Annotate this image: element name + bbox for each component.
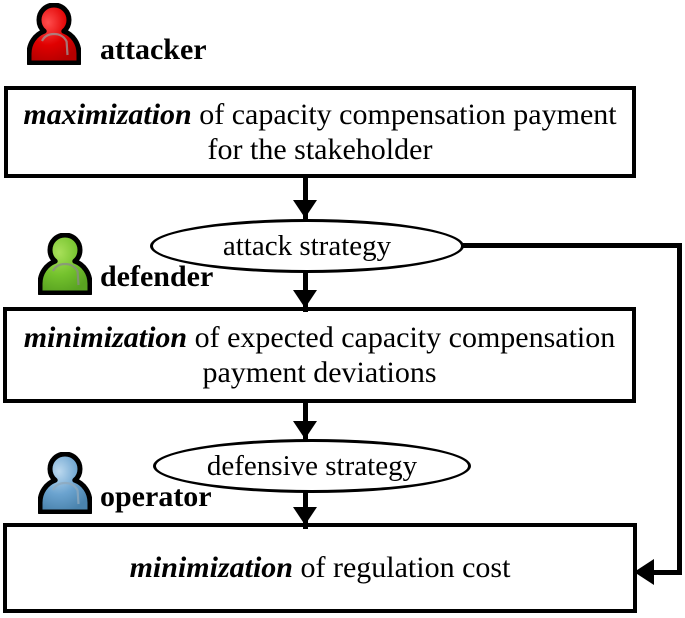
arrowhead-feedback-into-operator-box bbox=[634, 559, 654, 585]
objective-emphasis-operator: minimization bbox=[129, 551, 293, 585]
role-label-operator: operator bbox=[100, 480, 212, 513]
arrowhead-to-defensive-strategy bbox=[293, 421, 317, 439]
objective-box-defender: minimization of expected capacity compen… bbox=[3, 307, 636, 403]
arrowhead-to-defender-box bbox=[293, 290, 317, 308]
attacker-person-icon bbox=[26, 2, 82, 66]
defender-person-icon bbox=[37, 232, 93, 296]
strategy-label-attack: attack strategy bbox=[222, 229, 392, 262]
feedback-line-top bbox=[458, 243, 682, 248]
objective-box-attacker: maximization of capacity compensation pa… bbox=[4, 86, 636, 178]
feedback-line-right bbox=[677, 243, 682, 573]
objective-emphasis-defender: minimization bbox=[23, 320, 188, 354]
strategy-ellipse-defensive: defensive strategy bbox=[153, 439, 471, 493]
operator-person-icon bbox=[37, 451, 93, 515]
objective-emphasis-attacker: maximization bbox=[23, 97, 192, 131]
strategy-label-defensive: defensive strategy bbox=[206, 449, 418, 482]
objective-text-operator: minimization of regulation cost bbox=[122, 550, 519, 585]
arrowhead-to-attack-strategy bbox=[293, 200, 317, 218]
objective-box-operator: minimization of regulation cost bbox=[3, 523, 637, 613]
objective-text-defender: minimization of expected capacity compen… bbox=[7, 320, 632, 391]
role-label-attacker: attacker bbox=[100, 33, 207, 66]
objective-text-attacker: maximization of capacity compensation pa… bbox=[8, 97, 632, 168]
arrowhead-to-operator-box bbox=[293, 507, 317, 525]
objective-rest-defender: of expected capacity compensation paymen… bbox=[187, 320, 616, 389]
objective-rest-operator: of regulation cost bbox=[292, 551, 511, 585]
role-label-defender: defender bbox=[100, 260, 214, 293]
strategy-ellipse-attack: attack strategy bbox=[150, 219, 464, 273]
objective-rest-attacker: of capacity compensation payment for the… bbox=[191, 97, 617, 166]
feedback-line-bottom bbox=[652, 570, 682, 575]
